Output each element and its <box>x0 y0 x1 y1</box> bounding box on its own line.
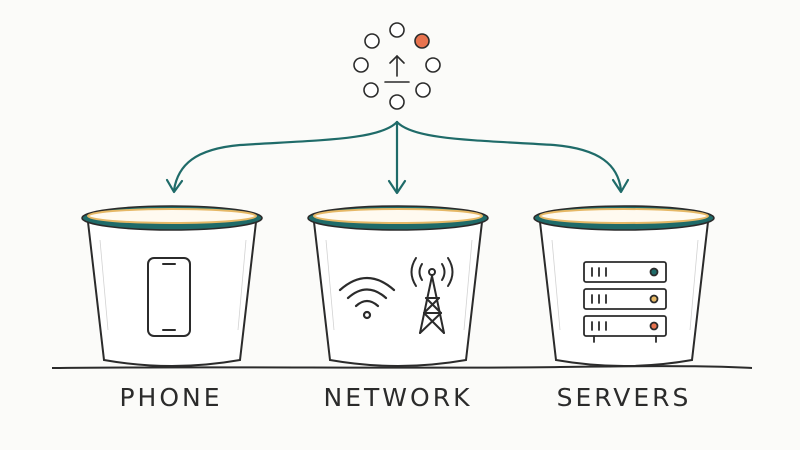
bucket-label-servers: SERVERS <box>556 383 692 412</box>
server-status-light-3 <box>649 321 659 331</box>
distribution-arrows <box>165 120 630 195</box>
bucket-network <box>307 205 489 367</box>
bucket-body <box>86 221 258 367</box>
cell-tower-icon <box>410 257 454 334</box>
source-node <box>389 94 405 110</box>
upload-arrow-icon <box>384 54 410 83</box>
bucket-rim-inner <box>87 208 257 224</box>
source-cluster <box>353 22 441 110</box>
bucket-hatching <box>551 239 699 331</box>
arrowhead-network <box>387 179 407 195</box>
bucket-hatching <box>99 239 247 331</box>
ground-line <box>51 365 753 369</box>
bucket-label-phone: PHONE <box>119 383 223 412</box>
source-node <box>364 33 380 49</box>
bucket-label-network: NETWORK <box>323 383 473 412</box>
bucket-servers <box>533 205 715 367</box>
bucket-body <box>312 221 484 367</box>
server-status-light-1 <box>649 267 659 277</box>
source-node <box>415 82 431 98</box>
arrow-to-phone <box>172 120 399 192</box>
bucket-rim-inner <box>313 208 483 224</box>
source-node <box>363 82 379 98</box>
bucket-phone <box>81 205 263 367</box>
wifi-icon <box>338 277 396 320</box>
source-node <box>353 57 369 73</box>
bucket-hatching <box>325 239 473 331</box>
arrow-to-servers <box>395 120 623 192</box>
smartphone-icon <box>147 257 191 337</box>
source-node-highlighted <box>414 33 430 49</box>
source-node <box>389 22 405 38</box>
bucket-rim-inner <box>539 208 709 224</box>
server-rack-icon <box>583 261 667 343</box>
arrowhead-servers <box>611 178 630 194</box>
arrowhead-phone <box>165 178 184 194</box>
source-node <box>425 57 441 73</box>
server-status-light-2 <box>649 294 659 304</box>
